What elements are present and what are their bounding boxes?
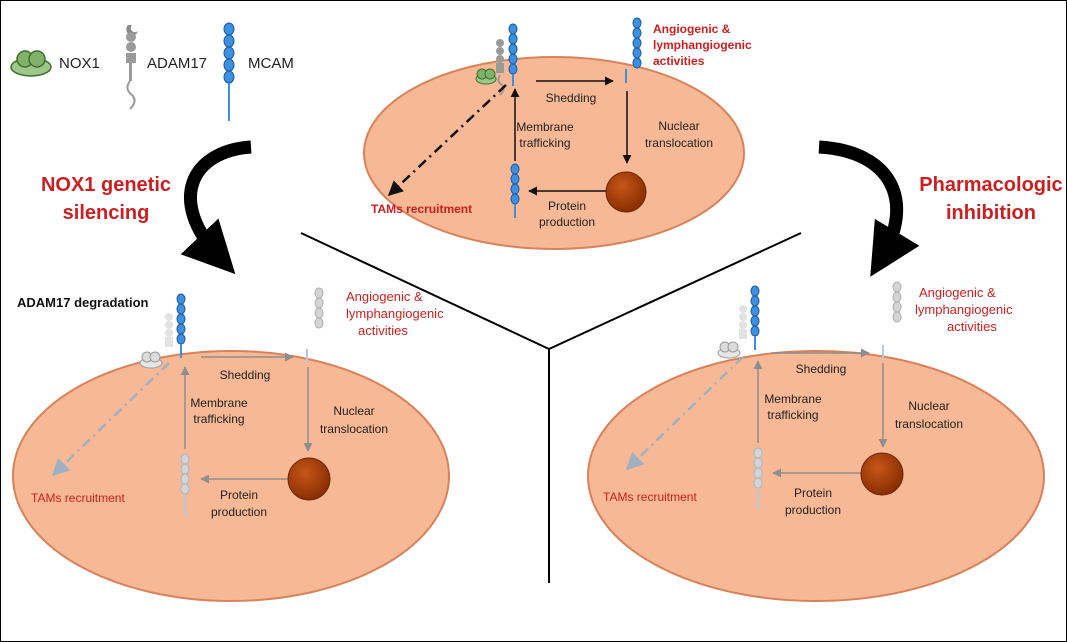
top-mcam-shed-icon	[632, 17, 642, 69]
left-nox1-faded-icon	[139, 351, 163, 369]
right-membrane-line1: Membrane	[764, 392, 822, 406]
top-membrane-line2: trafficking	[519, 136, 570, 150]
top-activity-line3: activities	[653, 54, 705, 68]
top-cell: Angiogenic & lymphangiogenic activities …	[363, 17, 752, 250]
left-protein-line2: production	[211, 505, 267, 519]
left-mcam-membrane-icon	[176, 293, 186, 358]
right-curved-arrow-icon	[818, 140, 920, 277]
left-curved-arrow-icon	[180, 140, 252, 275]
left-transition-line1: NOX1 genetic	[41, 174, 171, 196]
right-mcam-produced-faded-icon	[753, 447, 763, 510]
left-transition-line2: silencing	[63, 202, 150, 224]
left-nuclear-line1: Nuclear	[333, 404, 374, 418]
right-nuclear-line1: Nuclear	[908, 399, 949, 413]
right-activity-line3: activities	[947, 319, 997, 334]
left-activity-line1: Angiogenic &	[346, 289, 423, 304]
top-tams-arrow	[387, 84, 507, 197]
adam17-icon	[126, 25, 138, 110]
left-shedding: Shedding	[220, 368, 271, 382]
left-activity-line2: lymphangiogenic	[346, 306, 444, 321]
right-shedding: Shedding	[796, 362, 847, 376]
legend-label-adam17: ADAM17	[147, 55, 207, 72]
right-activity-line1: Angiogenic &	[919, 285, 996, 300]
left-nuclear-line2: translocation	[320, 422, 388, 436]
divider-lines	[300, 232, 802, 583]
left-activity-line3: activities	[358, 323, 408, 338]
left-mcam-produced-faded-icon	[180, 453, 190, 516]
legend-label-nox1: NOX1	[59, 55, 100, 72]
right-transition-line1: Pharmacologic	[919, 174, 1062, 196]
top-nox1-icon	[475, 68, 497, 85]
right-transition-line2: inhibition	[946, 202, 1036, 224]
left-membrane-line1: Membrane	[190, 396, 248, 410]
left-tams: TAMs recruitment	[31, 491, 125, 505]
top-mcam-fragment-icon	[625, 69, 627, 83]
right-cell-membrane	[587, 350, 1045, 602]
top-adam17-icon	[496, 39, 505, 96]
left-tams-arrow	[51, 362, 170, 477]
right-mcam-fragment-icon	[882, 345, 884, 359]
top-membrane-line1: Membrane	[516, 120, 574, 134]
left-nucleus	[287, 457, 331, 501]
top-mcam-membrane-icon	[508, 23, 518, 86]
left-protein-line1: Protein	[220, 488, 258, 502]
top-activity-line1: Angiogenic &	[653, 22, 731, 36]
right-membrane-line2: trafficking	[767, 408, 818, 422]
right-nuclear-line2: translocation	[895, 417, 963, 431]
right-protein-line1: Protein	[794, 486, 832, 500]
right-activity-line2: lymphangiogenic	[915, 302, 1013, 317]
top-tams: TAMs recruitment	[371, 202, 472, 216]
right-cell: Angiogenic & lymphangiogenic activities …	[587, 281, 1045, 602]
right-protein-line2: production	[785, 503, 841, 517]
right-mcam-membrane-icon	[750, 285, 760, 350]
top-protein-line2: production	[539, 215, 595, 229]
right-tams-arrow	[625, 356, 744, 471]
left-adam17-degradation: ADAM17 degradation	[17, 295, 149, 310]
top-protein-line1: Protein	[548, 199, 586, 213]
right-adam17-faded-icon	[739, 305, 747, 339]
left-mcam-fragment-icon	[306, 349, 308, 363]
left-mcam-shed-faded-icon	[314, 287, 324, 329]
legend: NOX1 ADAM17 MCAM	[10, 22, 294, 121]
top-activity-line2: lymphangiogenic	[653, 38, 752, 52]
mcam-icon	[223, 22, 235, 121]
left-cell: ADAM17 degradation	[12, 287, 450, 602]
right-nucleus	[860, 452, 904, 496]
left-cell-membrane	[12, 350, 450, 602]
right-tams: TAMs recruitment	[603, 490, 697, 504]
right-mcam-shed-faded-icon	[892, 281, 902, 323]
top-nuclear-line1: Nuclear	[658, 119, 699, 133]
top-mcam-produced-icon	[510, 163, 520, 218]
left-adam17-faded-icon	[165, 313, 173, 347]
top-cell-membrane	[363, 56, 745, 250]
left-membrane-line2: trafficking	[193, 412, 244, 426]
legend-label-mcam: MCAM	[248, 55, 294, 72]
nox1-icon	[10, 50, 52, 77]
right-nox1-faded-icon	[717, 341, 741, 359]
top-nucleus	[605, 171, 647, 213]
top-nuclear-line2: translocation	[645, 136, 713, 150]
top-shedding: Shedding	[546, 91, 597, 105]
